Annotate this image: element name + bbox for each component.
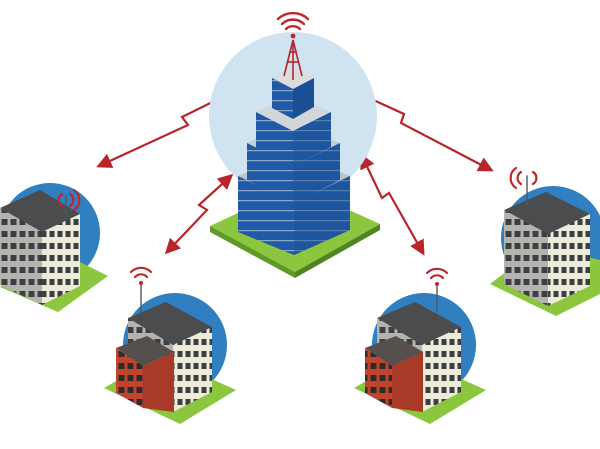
node-west bbox=[0, 183, 108, 312]
node-south-east bbox=[354, 267, 486, 424]
wifi-signal-icon bbox=[425, 267, 449, 313]
node-east bbox=[490, 166, 600, 316]
wifi-signal-icon bbox=[57, 188, 81, 220]
link-hub-southwest bbox=[164, 173, 234, 255]
hub-building bbox=[209, 11, 380, 278]
wifi-signal-icon bbox=[509, 166, 538, 206]
link-hub-southeast bbox=[360, 153, 425, 256]
node-south-west bbox=[104, 266, 236, 424]
wifi-signal-icon bbox=[276, 11, 310, 39]
wifi-signal-icon bbox=[129, 266, 153, 313]
antenna-mast-icon bbox=[283, 39, 303, 80]
